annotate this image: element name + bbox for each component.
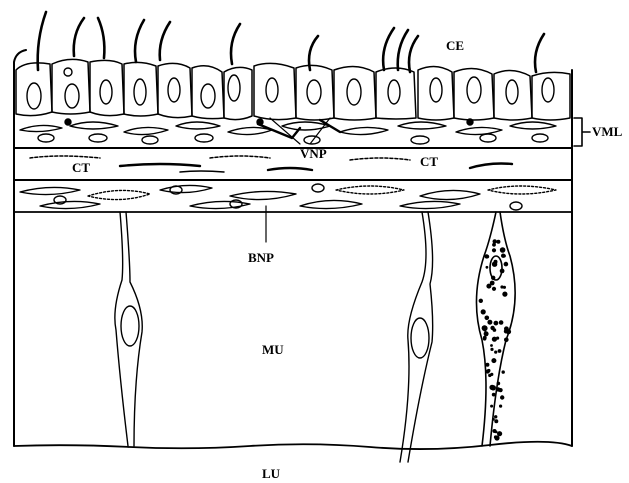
- granule-dot: [504, 326, 509, 331]
- granule-dot: [492, 393, 496, 397]
- vml-bracket: [574, 118, 590, 146]
- granule-dot: [485, 363, 489, 367]
- granule-dot: [485, 316, 490, 321]
- granule-dot: [499, 320, 504, 325]
- cilia: [38, 12, 544, 72]
- vascular-layer-cells: [20, 119, 556, 144]
- labels: CE VML VNP CT CT BNP MU LU: [72, 38, 623, 481]
- granule-dot: [490, 344, 493, 347]
- basal-plexus-layer: [14, 184, 572, 212]
- granule-dot: [487, 369, 490, 372]
- granule-dot: [499, 405, 502, 408]
- granule-dot: [486, 255, 489, 258]
- label-ce: CE: [446, 38, 464, 53]
- granule-dot: [491, 358, 496, 363]
- granule-dot: [496, 240, 500, 244]
- label-ct-right: CT: [420, 154, 438, 169]
- granule-dot: [494, 321, 499, 326]
- granule-dot: [490, 348, 493, 351]
- granule-dot: [502, 370, 505, 373]
- granule-dot: [500, 247, 506, 253]
- granule-dot: [492, 337, 497, 342]
- granule-dot: [503, 254, 506, 257]
- granule-dot: [492, 418, 495, 421]
- granule-dot: [486, 266, 489, 269]
- granule-dot: [491, 385, 496, 390]
- granule-dot: [502, 292, 507, 297]
- granule-dot: [500, 269, 505, 274]
- granule-dot: [479, 299, 483, 303]
- granule-dot: [500, 395, 504, 399]
- granule-dot: [499, 388, 503, 392]
- granule-dot: [494, 419, 498, 423]
- granule-dot: [504, 262, 509, 267]
- granule-dot: [488, 374, 491, 377]
- epithelium-cells: [16, 59, 570, 120]
- granule-dot: [487, 320, 492, 325]
- granule-dot: [496, 437, 499, 440]
- granule-dot: [484, 331, 489, 336]
- granule-dot: [491, 276, 495, 280]
- epithelium-nuclei: [27, 68, 554, 109]
- granule-dot: [498, 349, 502, 353]
- granule-dot: [486, 284, 491, 289]
- granule-dot: [492, 248, 496, 252]
- label-vml: VML: [592, 124, 623, 139]
- label-mu: MU: [262, 342, 284, 357]
- granule-dot: [482, 325, 488, 331]
- label-ct-left: CT: [72, 160, 90, 175]
- granule-dot: [494, 260, 498, 264]
- granule-dot: [495, 431, 498, 434]
- tissue-outline: [14, 50, 572, 449]
- granule-dot: [494, 351, 497, 354]
- granule-dot: [492, 287, 496, 291]
- granule-dot: [494, 415, 497, 418]
- granule-dot: [490, 405, 493, 408]
- granule-dot: [504, 338, 509, 343]
- granule-dot: [490, 326, 494, 330]
- granule-dot: [503, 286, 506, 289]
- connective-tissue-band: [14, 148, 572, 180]
- granule-dot: [497, 382, 501, 386]
- granule-dot: [481, 309, 486, 314]
- cytoplasm-granules: [479, 239, 512, 440]
- label-bnp: BNP: [248, 250, 274, 265]
- granule-dot: [483, 336, 487, 340]
- label-lu: LU: [262, 466, 281, 481]
- label-vnp: VNP: [300, 146, 327, 161]
- granule-dot: [493, 239, 497, 243]
